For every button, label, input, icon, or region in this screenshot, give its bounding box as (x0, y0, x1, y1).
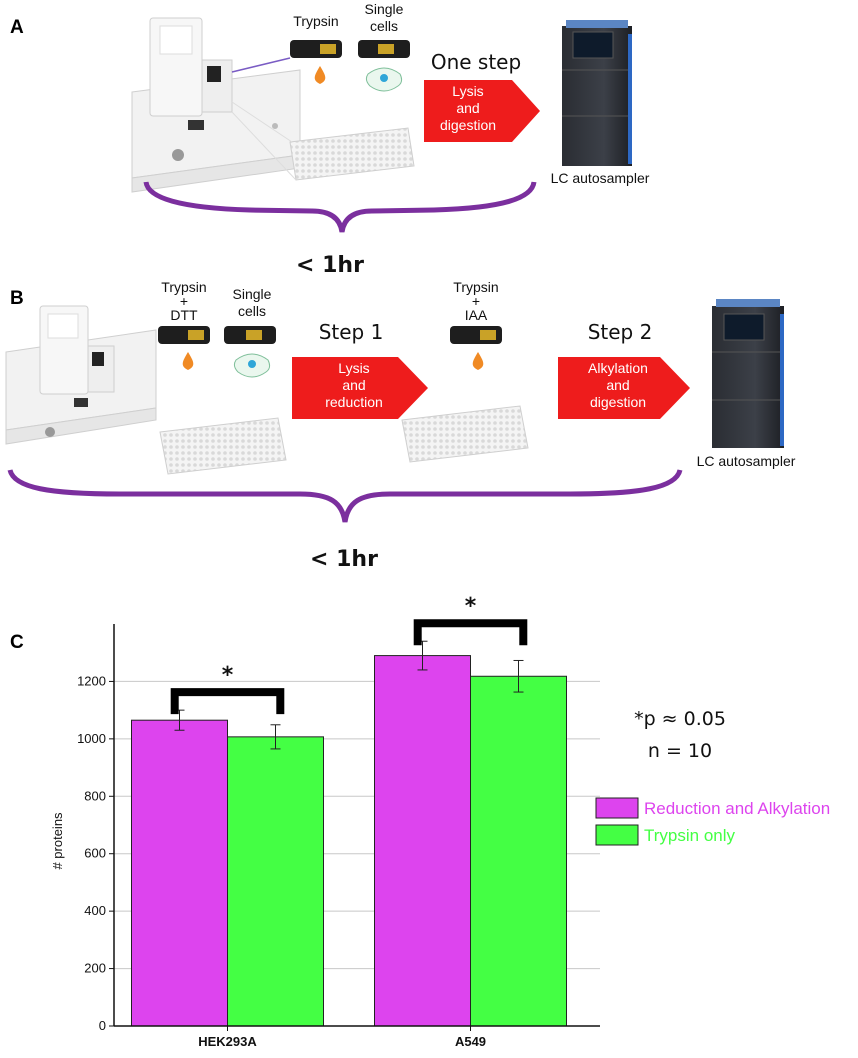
significance-star: * (222, 663, 234, 688)
n-note: n = 10 (648, 740, 712, 762)
legend-swatch (595, 824, 639, 846)
arrow-a-l1: Lysis (452, 83, 483, 99)
pointer-line (231, 57, 291, 73)
arrow-step1 (292, 357, 428, 419)
arrow2-l3: digestion (590, 394, 646, 410)
cell-icon (365, 67, 403, 92)
step1-title: Step 1 (319, 320, 384, 344)
trypsin-label: Trypsin (293, 13, 338, 29)
y-tick-label: 1200 (77, 673, 106, 688)
bar (470, 675, 567, 1027)
cells-cartridge-icon (358, 40, 410, 58)
panel-a-letter: A (10, 17, 24, 38)
y-tick-label: 600 (84, 846, 106, 861)
bar (374, 655, 471, 1027)
cells-label-1: Single (365, 1, 404, 17)
panel-b-letter: B (10, 288, 24, 309)
time-b: < 1hr (310, 547, 378, 572)
panel-c-letter: C (10, 632, 24, 653)
arrow-a-l3: digestion (440, 117, 496, 133)
reagent2-l1: Trypsin (453, 279, 498, 295)
reagent2-l3: IAA (465, 307, 488, 323)
cells-b-l2: cells (238, 303, 266, 319)
y-tick-label: 800 (84, 788, 106, 803)
drop-icon (314, 66, 326, 84)
panel-b: B Trypsin + DTT Single cells (5, 279, 796, 572)
arrow-step2 (558, 357, 690, 419)
p-value-note: *p ≈ 0.05 (634, 708, 726, 730)
hp-logo-icon (172, 149, 184, 161)
well-plate-b1-icon (159, 417, 287, 475)
arrow-a-l2: and (456, 100, 479, 116)
lc-label-a: LC autosampler (551, 170, 650, 186)
legend-label: Reduction and Alkylation (644, 799, 830, 818)
bar (227, 736, 324, 1027)
drop-icon (472, 352, 484, 370)
dispenser-instrument-a (131, 17, 301, 193)
x-tick-label: A549 (455, 1034, 486, 1049)
arrow1-l2: and (342, 377, 365, 393)
x-tick-label: HEK293A (198, 1034, 257, 1049)
lc-autosampler-b-icon (712, 299, 784, 448)
cell-icon (233, 353, 271, 378)
reagent2-l2: + (472, 293, 480, 309)
cells-b-l1: Single (233, 286, 272, 302)
y-tick-label: 0 (99, 1018, 106, 1033)
significance-bracket (413, 619, 528, 646)
panel-a: A Trypsin Single cells (10, 1, 650, 278)
well-plate-a-icon (231, 101, 415, 181)
bar (131, 719, 228, 1027)
time-a: < 1hr (296, 253, 364, 278)
legend-label: Trypsin only (644, 826, 736, 845)
trypsin-dtt-cartridge-icon (158, 326, 210, 344)
reagent1-l3: DTT (170, 307, 198, 323)
y-axis-label: # proteins (50, 812, 65, 870)
lc-autosampler-a-icon (562, 20, 632, 166)
arrow1-l3: reduction (325, 394, 383, 410)
reagent1-l1: Trypsin (161, 279, 206, 295)
arrow2-l2: and (606, 377, 629, 393)
step2-title: Step 2 (588, 320, 653, 344)
y-tick-label: 1000 (77, 731, 106, 746)
lc-label-b: LC autosampler (697, 453, 796, 469)
brace-a (143, 181, 537, 233)
arrow1-l1: Lysis (338, 360, 369, 376)
step-title-a: One step (431, 50, 521, 74)
trypsin-iaa-cartridge-icon (450, 326, 502, 344)
cells-cartridge-b-icon (224, 326, 276, 344)
well-plate-b2-icon (401, 405, 529, 463)
significance-star: * (465, 594, 477, 619)
legend-swatch (595, 797, 639, 819)
reagent1-l2: + (180, 293, 188, 309)
arrow-a (424, 80, 540, 142)
hp-logo-icon (45, 427, 55, 437)
y-tick-label: 200 (84, 961, 106, 976)
brace-b (7, 469, 683, 523)
trypsin-cartridge-icon (290, 40, 342, 58)
dispenser-instrument-b (5, 305, 157, 445)
drop-icon (182, 352, 194, 370)
significance-bracket (170, 688, 285, 715)
arrow2-l1: Alkylation (588, 360, 648, 376)
cells-label-2: cells (370, 18, 398, 34)
y-tick-label: 400 (84, 903, 106, 918)
